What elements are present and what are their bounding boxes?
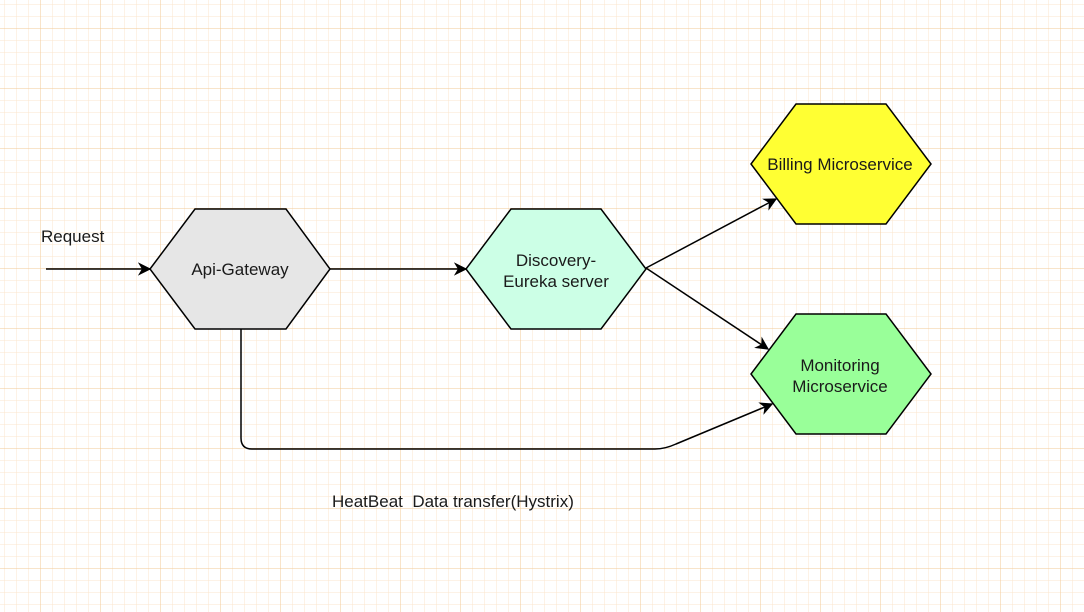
discovery-hexagon bbox=[465, 208, 647, 330]
api-gateway-node[interactable]: Api-Gateway bbox=[149, 208, 331, 330]
heartbeat-label: HeatBeat Data transfer(Hystrix) bbox=[332, 492, 574, 511]
monitoring-node[interactable]: Monitoring Microservice bbox=[750, 313, 932, 435]
api-gateway-label: Api-Gateway bbox=[191, 260, 289, 279]
monitoring-hexagon bbox=[750, 313, 932, 435]
discovery-label-line2: Eureka server bbox=[503, 272, 609, 291]
discovery-node[interactable]: Discovery- Eureka server bbox=[465, 208, 647, 330]
billing-node[interactable]: Billing Microservice bbox=[750, 103, 932, 225]
monitoring-label-line1: Monitoring bbox=[800, 356, 879, 375]
monitoring-label-line2: Microservice bbox=[792, 377, 887, 396]
api-gateway-hexagon bbox=[149, 208, 331, 330]
heartbeat-arrow bbox=[240, 329, 774, 450]
request-label: Request bbox=[41, 227, 105, 246]
discovery-label-line1: Discovery- bbox=[516, 251, 596, 270]
discovery-to-monitoring-arrow bbox=[645, 267, 770, 350]
discovery-to-billing-arrow bbox=[645, 198, 778, 269]
billing-hexagon bbox=[750, 103, 932, 225]
billing-label: Billing Microservice bbox=[767, 155, 912, 174]
